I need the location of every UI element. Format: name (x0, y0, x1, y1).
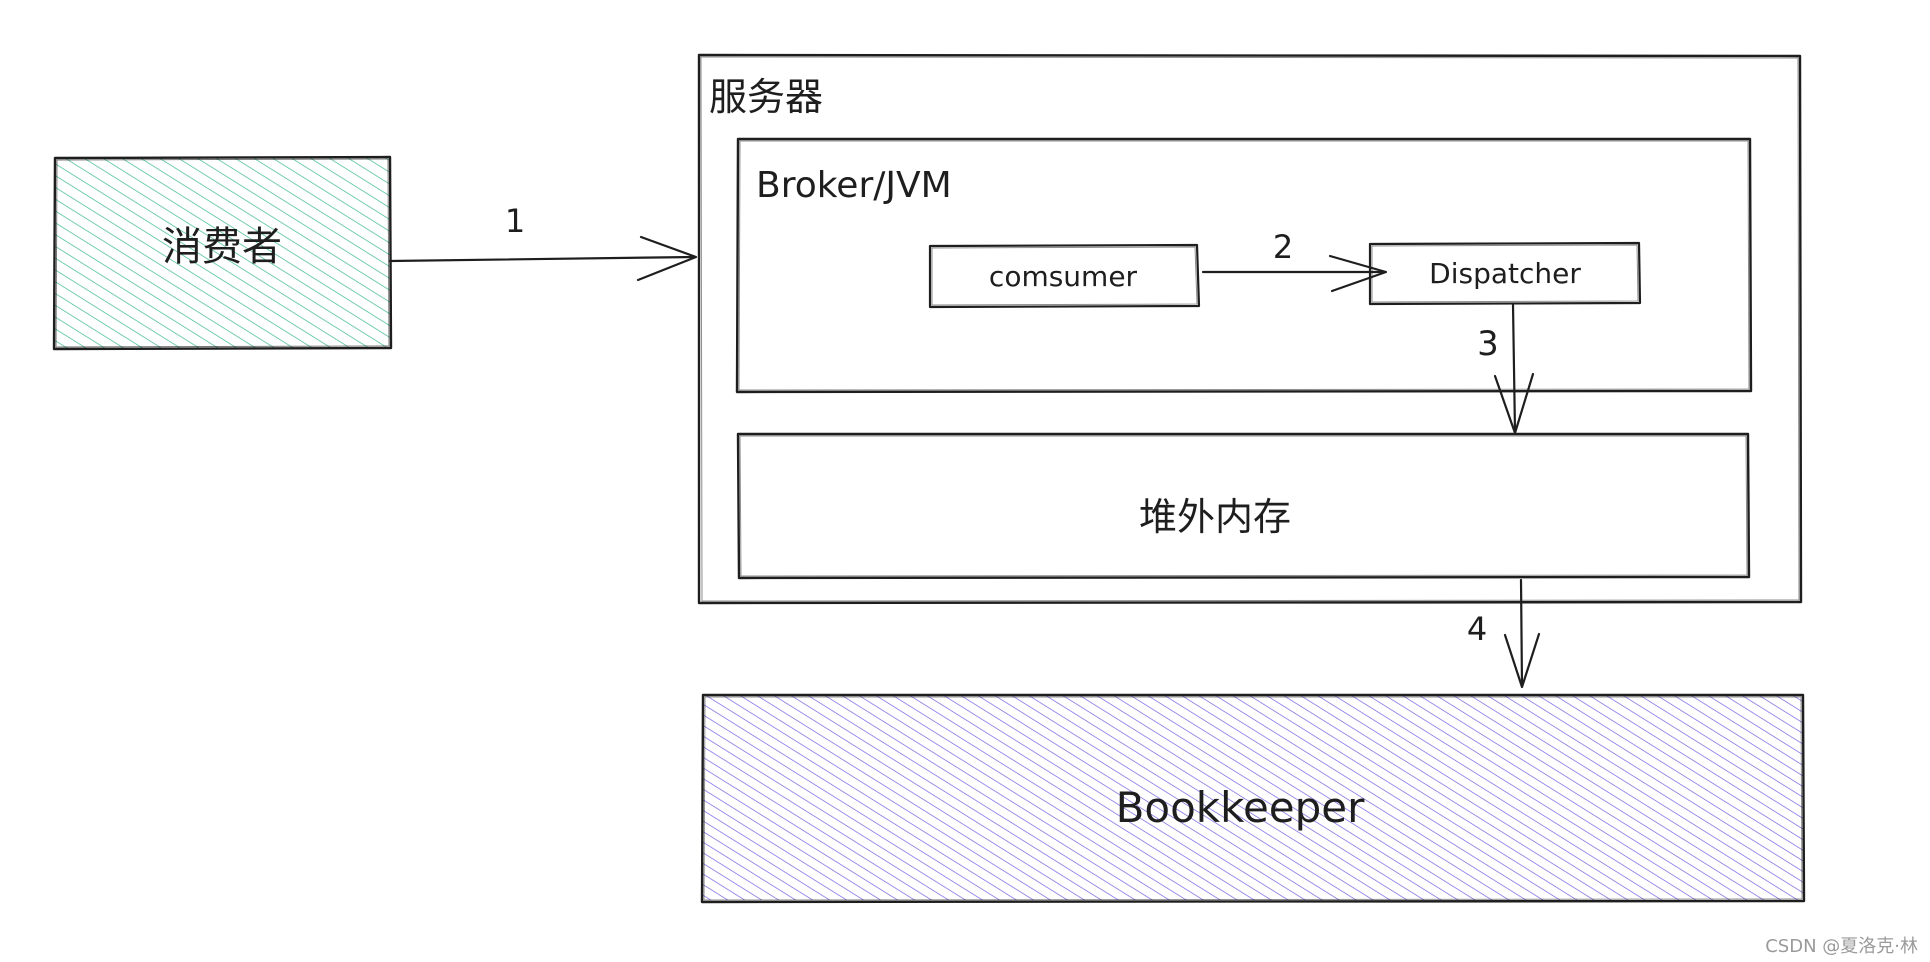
watermark: CSDN @夏洛克·林 (1765, 936, 1918, 957)
consumer-box: 消费者 (52, 155, 393, 351)
consumer-label: 消费者 (162, 224, 282, 270)
arrow-3: 3 (1477, 303, 1535, 435)
bookkeeper-box: Bookkeeper (700, 693, 1806, 904)
server-box: 服务器 (697, 53, 1803, 605)
arrow-1: 1 (388, 202, 698, 282)
server-label: 服务器 (709, 75, 823, 119)
offheap-label: 堆外内存 (1139, 495, 1291, 539)
arrow-4: 4 (1467, 578, 1541, 689)
broker-label: Broker/JVM (756, 165, 952, 206)
comsumer-label: comsumer (989, 260, 1138, 293)
bookkeeper-label: Bookkeeper (1116, 783, 1366, 832)
broker-box: Broker/JVM (735, 137, 1753, 394)
arrow-2: 2 (1201, 228, 1388, 293)
arrow-2-label: 2 (1273, 228, 1293, 266)
dispatcher-node: Dispatcher (1368, 241, 1642, 306)
arrow-1-label: 1 (505, 202, 525, 240)
comsumer-node: comsumer (928, 243, 1201, 309)
arrow-4-label: 4 (1467, 610, 1487, 648)
offheap-memory-box: 堆外内存 (736, 432, 1751, 580)
dispatcher-label: Dispatcher (1429, 257, 1581, 290)
arrow-3-label: 3 (1477, 324, 1499, 364)
